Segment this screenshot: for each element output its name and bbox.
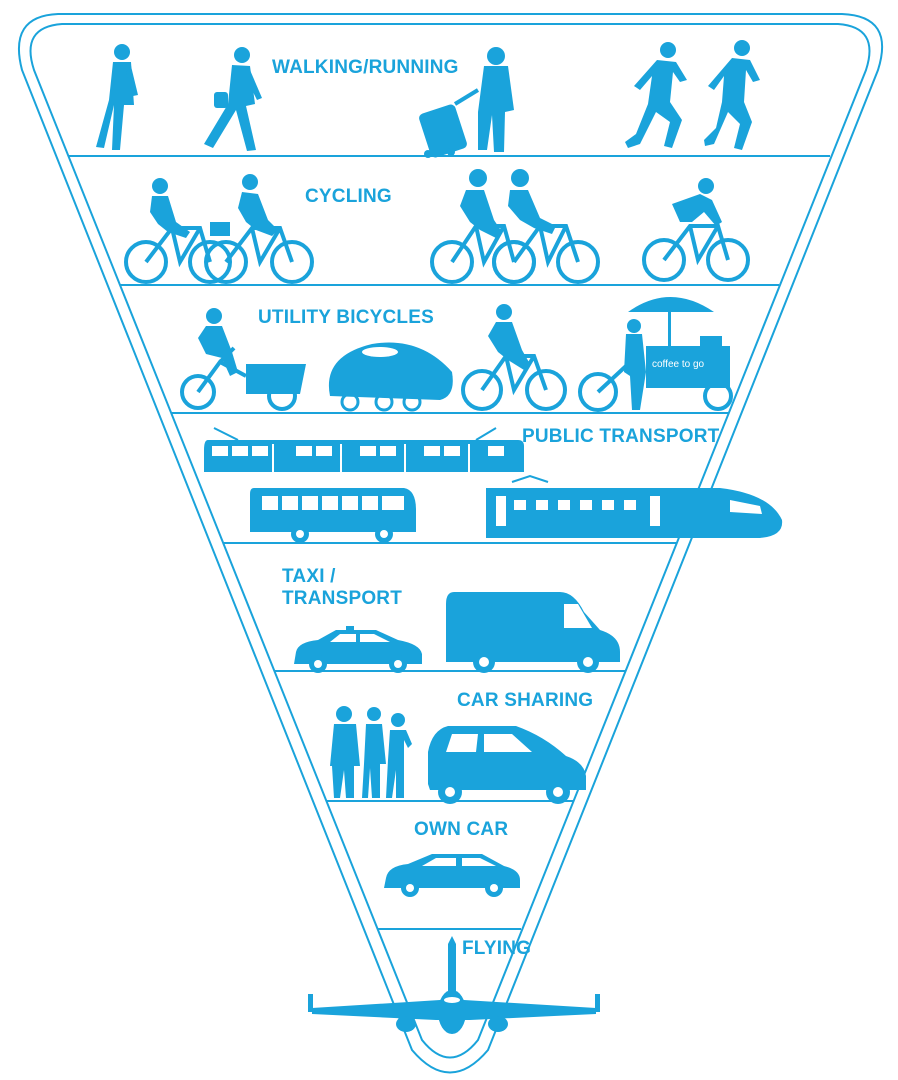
tier-dividers <box>68 155 830 930</box>
label-walking-running: WALKING/RUNNING <box>272 57 459 78</box>
pyramid-inner-outline <box>29 23 871 1059</box>
label-own-car: OWN CAR <box>414 819 509 840</box>
tier-flying-icons <box>308 936 600 1034</box>
label-taxi-transport: TAXI / TRANSPORT <box>282 566 403 609</box>
tier-cycling-icons <box>124 169 750 284</box>
delivery-van-icon <box>446 592 620 673</box>
running-woman-icon <box>704 40 760 150</box>
bus-icon <box>250 488 416 543</box>
tier-utility-icons <box>180 297 733 412</box>
hatchback-car-icon <box>428 726 586 804</box>
velomobile-icon <box>328 342 453 412</box>
pyramid-outer-outline <box>17 13 883 1074</box>
high-speed-train-icon <box>486 474 783 538</box>
cargo-bike-icon <box>180 308 306 411</box>
cyclist-icon <box>461 304 567 411</box>
person-with-rolling-suitcase-icon <box>419 47 514 158</box>
tier-taxi-icons <box>294 592 620 673</box>
label-cycling: CYCLING <box>305 186 392 207</box>
tier-car-sharing-icons <box>330 706 586 804</box>
tier-walking-icons <box>96 40 760 158</box>
tier-own-car-icons <box>384 854 520 897</box>
sedan-car-icon <box>384 854 520 897</box>
tier-public-transport-icons <box>204 427 783 543</box>
cyclist-icon <box>204 174 314 284</box>
cyclist-icon <box>492 169 600 284</box>
running-man-icon <box>625 42 687 148</box>
coffee-cart-bike-icon <box>578 297 733 412</box>
cyclist-icon <box>124 178 232 284</box>
tram-icon <box>204 427 524 472</box>
road-cyclist-icon <box>642 178 750 282</box>
taxi-icon <box>294 626 422 673</box>
label-utility-bicycles: UTILITY BICYCLES <box>258 307 434 328</box>
walking-person-with-bag-icon <box>204 47 262 151</box>
label-public-transport: PUBLIC TRANSPORT <box>522 426 720 447</box>
coffee-cart-sign: coffee to go <box>652 359 705 370</box>
label-flying: FLYING <box>462 938 532 959</box>
walking-person-icon <box>96 44 138 150</box>
airplane-icon <box>308 936 600 1034</box>
label-car-sharing: CAR SHARING <box>457 690 594 711</box>
group-of-people-icon <box>330 706 412 798</box>
